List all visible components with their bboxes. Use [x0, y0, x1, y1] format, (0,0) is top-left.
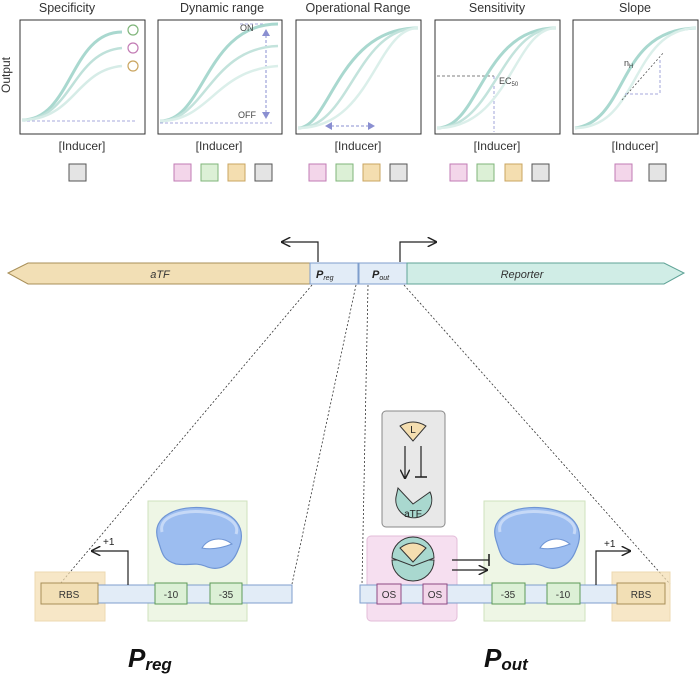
pout-box-label: Pout [372, 269, 390, 282]
swatch-tan [227, 163, 246, 182]
swatch-tan [362, 163, 381, 182]
swatch-grey [68, 163, 87, 182]
plus1-label: +1 [604, 539, 616, 550]
curve-right [297, 26, 419, 130]
ligand-icon [399, 421, 427, 442]
preg-detail: RBS +1 -10 -35 Preg [34, 500, 293, 674]
ec50-label: EC50 [499, 76, 519, 88]
rbs-label: RBS [631, 590, 652, 601]
preg-title: Preg [128, 643, 172, 674]
bound-atf-icon [391, 559, 435, 582]
panel-title: Specificity [39, 1, 96, 15]
reporter-gene-label: Reporter [501, 269, 545, 281]
x-axis-label: [Inducer] [612, 139, 659, 153]
pink-circle-icon [127, 42, 139, 54]
os2-label: OS [428, 590, 443, 601]
swatch-green [476, 163, 495, 182]
zoom-lines [59, 284, 671, 585]
gene-construct: aTF Preg Pout Reporter [6, 242, 686, 285]
panel-specificity: Specificity [Inducer] [19, 1, 146, 182]
panel-title: Dynamic range [180, 1, 264, 15]
operator-site-2 [422, 583, 448, 605]
os1-label: OS [382, 590, 397, 601]
ligand-label: L [410, 425, 416, 436]
rbs-box [616, 582, 666, 605]
minus35-box [209, 582, 243, 605]
panel-title: Operational Range [306, 1, 411, 15]
pout-promoter-arrow [399, 242, 436, 262]
swatch-green [200, 163, 219, 182]
panel-dynamic-range: Dynamic range ON OFF [Inducer] [157, 1, 283, 182]
swatch-pink [308, 163, 327, 182]
swatch-grey [389, 163, 408, 182]
operator-site-1 [376, 583, 402, 605]
curve-low [21, 64, 123, 122]
swatch-pink [449, 163, 468, 182]
minus10-box [546, 582, 581, 605]
hill-coefficient-label: nH [624, 58, 633, 70]
off-label: OFF [238, 110, 256, 120]
minus35-label: -35 [501, 590, 516, 601]
panel-sensitivity: Sensitivity EC50 [Inducer] [434, 1, 561, 182]
minus35-label: -35 [219, 590, 234, 601]
tss-arrow [595, 551, 630, 585]
on-label: ON [240, 23, 254, 33]
green-circle-icon [127, 24, 139, 36]
minus10-box [154, 582, 188, 605]
swatch-grey [254, 163, 273, 182]
preg-promoter-arrow [282, 242, 319, 262]
curve-mid [436, 26, 557, 130]
curve-low [159, 64, 279, 123]
x-axis-label: [Inducer] [196, 139, 243, 153]
x-axis-label: [Inducer] [474, 139, 521, 153]
reporter-gene [406, 262, 686, 285]
rna-polymerase-icon [156, 506, 242, 569]
plus1-label: +1 [103, 537, 115, 548]
swatch-pink [614, 163, 633, 182]
curve-steep [574, 26, 697, 130]
swatch-tan [504, 163, 523, 182]
atf-protein-icon [395, 486, 433, 519]
rbs-label: RBS [59, 590, 80, 601]
minus10-label: -10 [164, 590, 179, 601]
panel-operational-range: Operational Range [Inducer] [295, 1, 422, 182]
swatch-grey [648, 163, 667, 182]
atf-protein-label: aTF [404, 509, 422, 520]
preg-box [309, 262, 359, 285]
tan-circle-icon [127, 60, 139, 72]
curve-shallow [574, 26, 697, 130]
panel-slope: Slope nH [Inducer] [572, 1, 699, 182]
swatch-green [335, 163, 354, 182]
y-axis-label: Output [0, 56, 13, 93]
rbs-box [40, 582, 99, 605]
minus35-box [491, 582, 526, 605]
panel-title: Sensitivity [469, 1, 526, 15]
x-axis-label: [Inducer] [59, 139, 106, 153]
curve-left [436, 26, 557, 130]
bound-ligand-icon [399, 542, 427, 563]
pout-title: Pout [484, 643, 529, 674]
tss-arrow [92, 551, 129, 585]
atf-gene-label: aTF [150, 269, 171, 281]
curve-mid [159, 44, 279, 123]
panel-title: Slope [619, 1, 651, 15]
preg-dna-strand [92, 584, 293, 604]
preg-box-label: Preg [316, 269, 334, 282]
pout-detail: L aTF OS OS -35 -10 +1 RBS Pou [359, 410, 671, 674]
swatch-pink [173, 163, 192, 182]
curve-mid [297, 26, 419, 130]
rna-polymerase-icon [494, 506, 580, 569]
curve-left [297, 26, 419, 130]
curve-right [436, 26, 557, 130]
swatch-grey [531, 163, 550, 182]
minus10-label: -10 [556, 590, 571, 601]
x-axis-label: [Inducer] [335, 139, 382, 153]
